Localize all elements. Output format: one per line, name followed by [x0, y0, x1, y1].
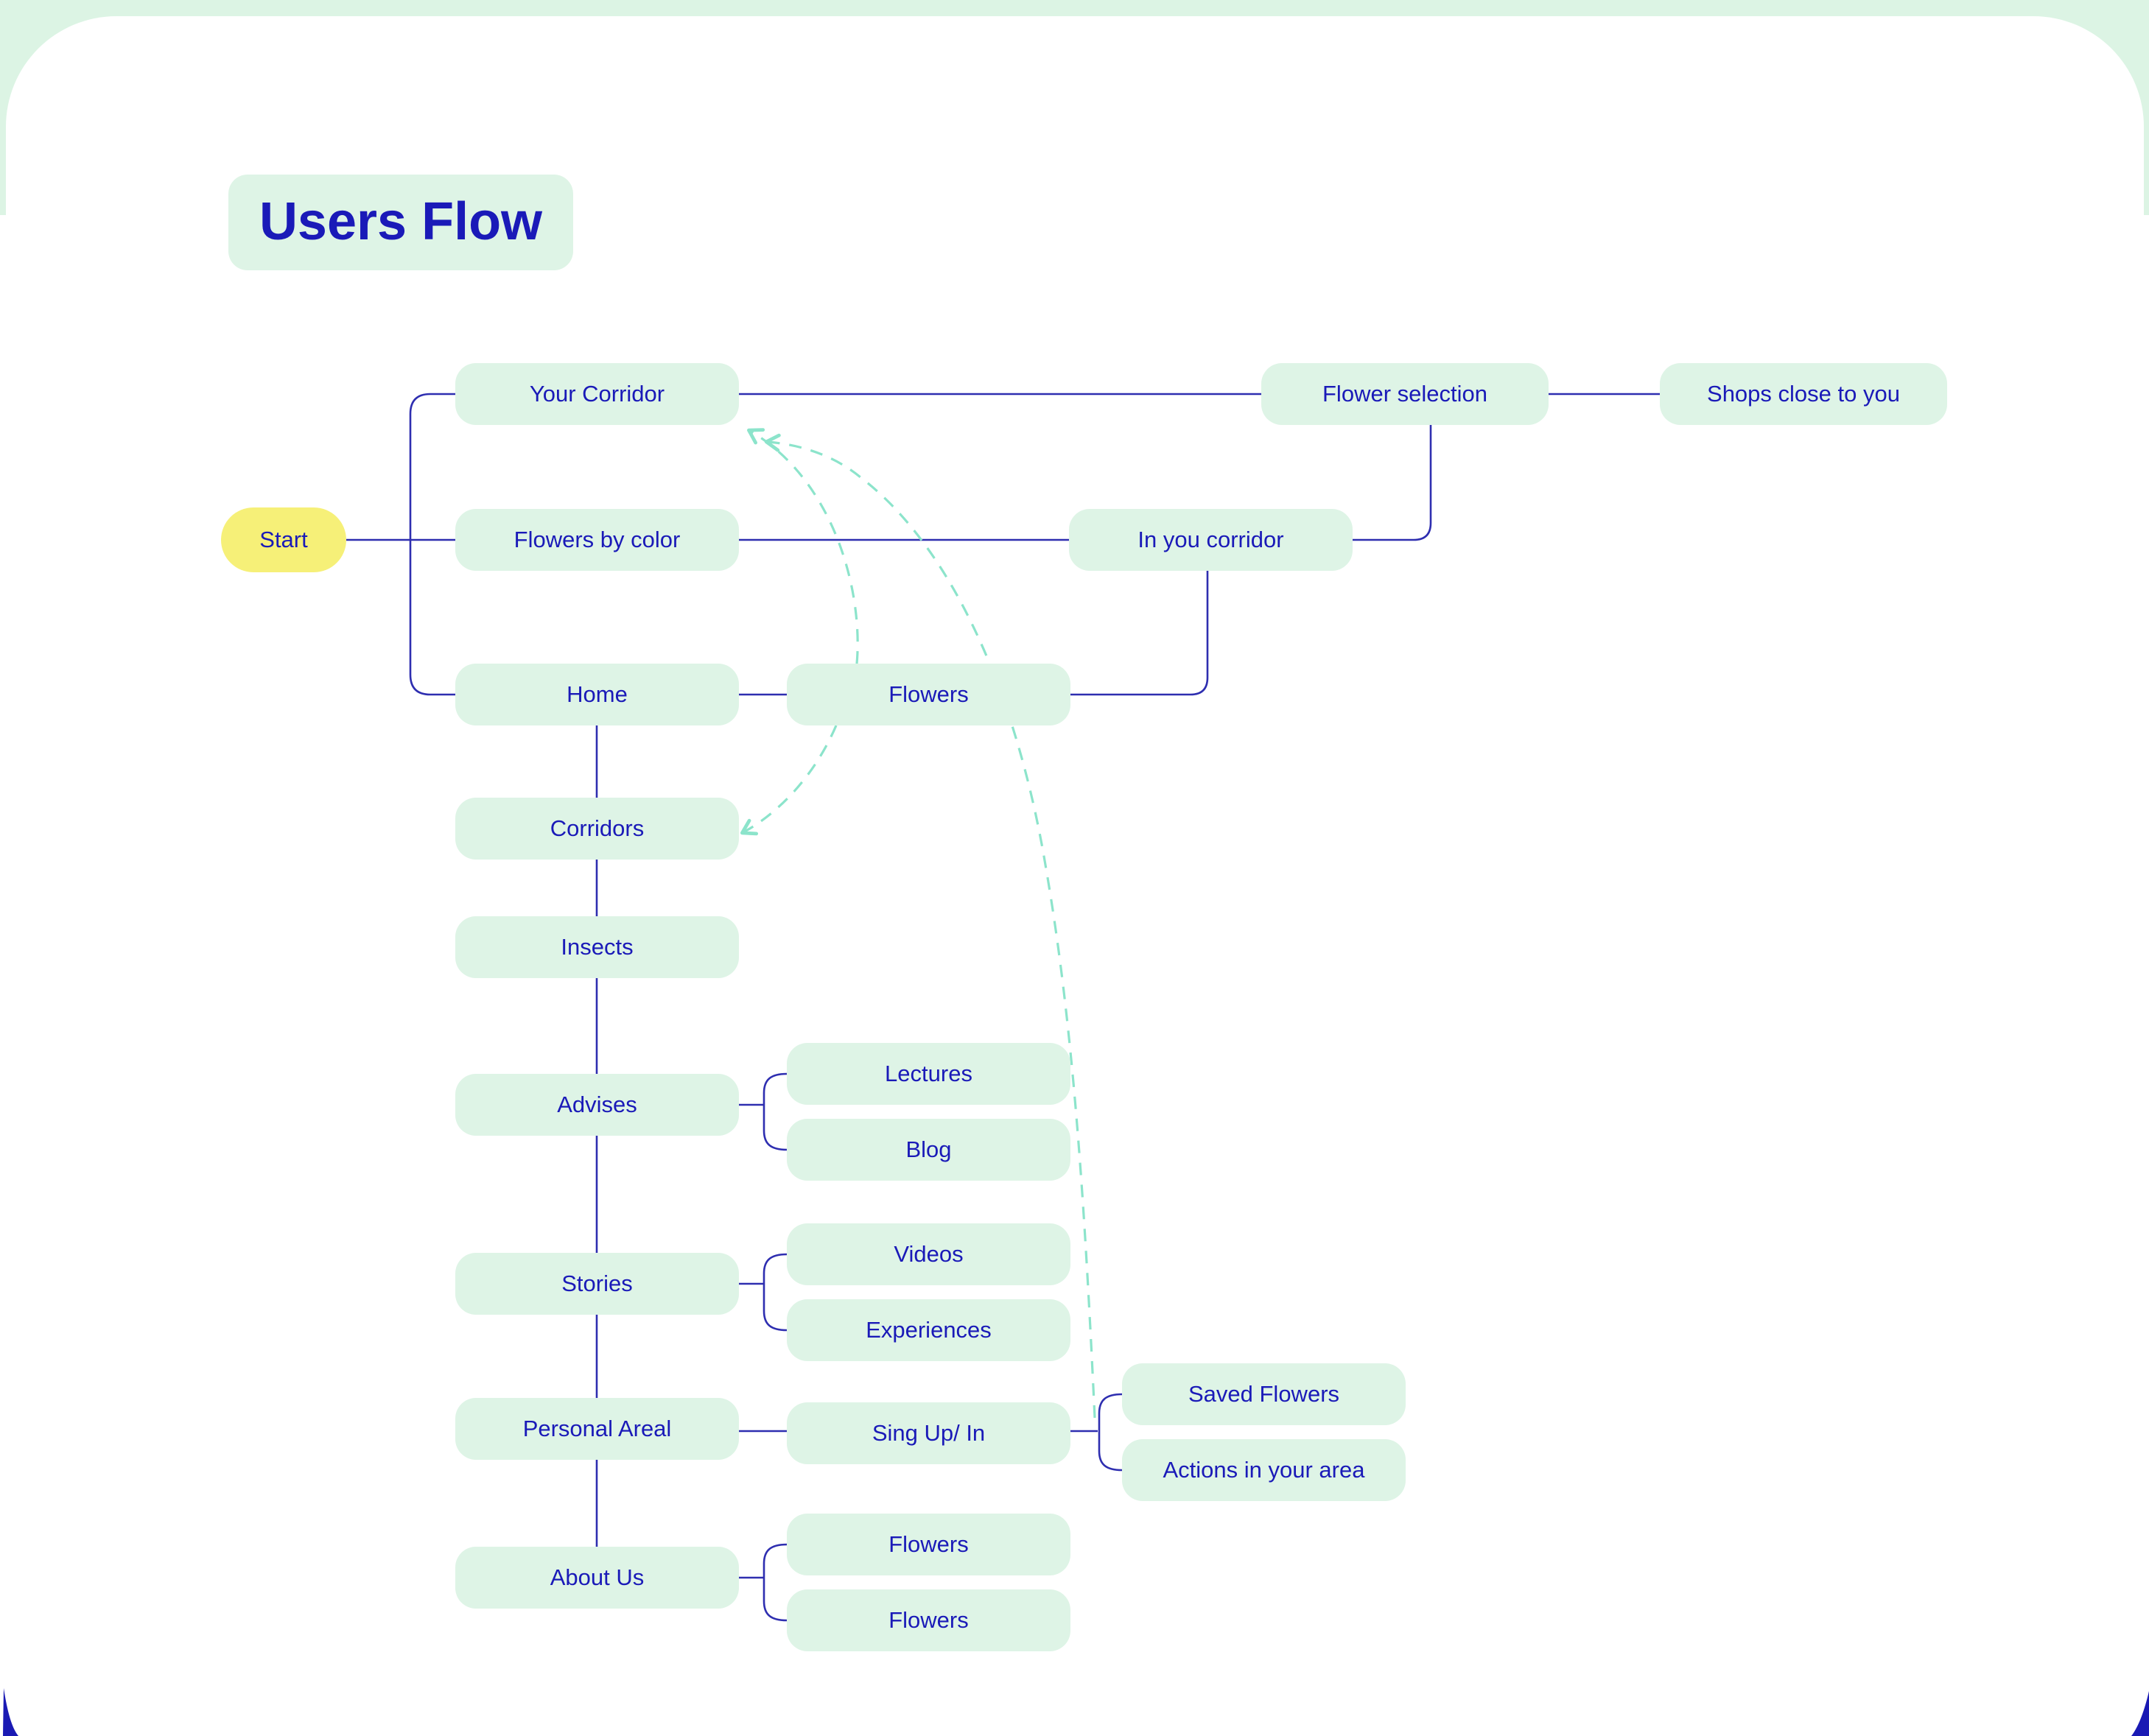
node-flowers-by-color-label: Flowers by color — [513, 526, 681, 552]
node-flowers-about-2[interactable]: Flowers — [787, 1589, 1070, 1651]
node-lectures[interactable]: Lectures — [787, 1043, 1070, 1105]
node-insects[interactable]: Insects — [455, 916, 739, 978]
node-advises[interactable]: Advises — [455, 1074, 739, 1136]
node-saved-flowers-label: Saved Flowers — [1188, 1380, 1340, 1407]
node-videos-label: Videos — [894, 1240, 964, 1267]
node-flowers-mid[interactable]: Flowers — [787, 664, 1070, 725]
node-flowers-mid-label: Flowers — [888, 681, 969, 707]
node-your-corridor-label: Your Corridor — [529, 380, 665, 407]
node-personal-areal[interactable]: Personal Areal — [455, 1398, 739, 1460]
node-advises-label: Advises — [557, 1091, 637, 1117]
node-experiences[interactable]: Experiences — [787, 1299, 1070, 1361]
node-stories[interactable]: Stories — [455, 1253, 739, 1315]
node-experiences-label: Experiences — [866, 1316, 992, 1343]
node-in-you-corridor[interactable]: In you corridor — [1069, 509, 1353, 571]
node-shops-close[interactable]: Shops close to you — [1660, 363, 1947, 425]
node-home-label: Home — [567, 681, 628, 707]
node-flowers-by-color[interactable]: Flowers by color — [455, 509, 739, 571]
node-flower-selection-label: Flower selection — [1322, 380, 1487, 407]
node-start-label: Start — [259, 526, 308, 552]
node-blog[interactable]: Blog — [787, 1119, 1070, 1181]
node-actions-in-area-label: Actions in your area — [1163, 1456, 1365, 1483]
node-sing-up-in[interactable]: Sing Up/ In — [787, 1402, 1070, 1464]
node-corridors-label: Corridors — [550, 815, 645, 841]
diagram-title: Users Flow — [228, 175, 573, 270]
diagram-title-label: Users Flow — [259, 192, 543, 252]
node-stories-label: Stories — [561, 1270, 633, 1296]
node-shops-close-label: Shops close to you — [1707, 380, 1900, 407]
node-flowers-about-1[interactable]: Flowers — [787, 1514, 1070, 1575]
node-start[interactable]: Start — [221, 507, 346, 572]
node-blog-label: Blog — [905, 1136, 952, 1162]
node-sing-up-in-label: Sing Up/ In — [872, 1419, 986, 1446]
page-white-panel — [6, 16, 2144, 1736]
node-flowers-about-2-label: Flowers — [888, 1606, 969, 1633]
node-lectures-label: Lectures — [885, 1060, 972, 1086]
node-corridors[interactable]: Corridors — [455, 798, 739, 860]
node-flowers-about-1-label: Flowers — [888, 1531, 969, 1557]
node-videos[interactable]: Videos — [787, 1223, 1070, 1285]
node-insects-label: Insects — [561, 933, 634, 960]
node-flower-selection[interactable]: Flower selection — [1261, 363, 1549, 425]
node-home[interactable]: Home — [455, 664, 739, 725]
node-saved-flowers[interactable]: Saved Flowers — [1122, 1363, 1406, 1425]
node-about-us[interactable]: About Us — [455, 1547, 739, 1609]
node-in-you-corridor-label: In you corridor — [1137, 526, 1284, 552]
node-about-us-label: About Us — [550, 1564, 645, 1590]
node-your-corridor[interactable]: Your Corridor — [455, 363, 739, 425]
node-actions-in-area[interactable]: Actions in your area — [1122, 1439, 1406, 1501]
node-personal-areal-label: Personal Areal — [522, 1415, 672, 1441]
